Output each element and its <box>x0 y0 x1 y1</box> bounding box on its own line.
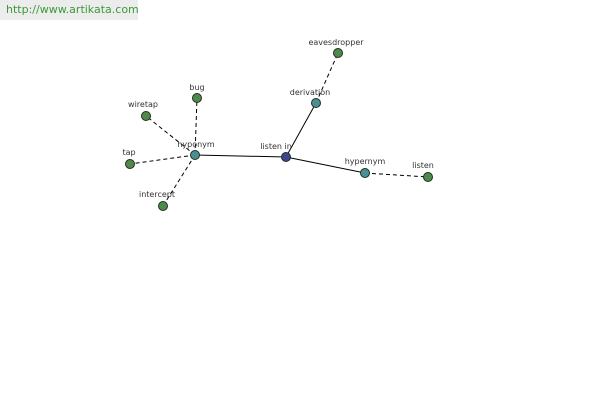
edge-listen-in-hypernym <box>285 156 366 174</box>
label-tap[interactable]: tap <box>122 148 135 157</box>
node-eavesdropper[interactable] <box>333 48 343 58</box>
label-wiretap[interactable]: wiretap <box>128 100 158 109</box>
site-url-link[interactable]: http://www.artikata.com <box>6 3 139 16</box>
edge-hypernym-listen <box>364 172 429 178</box>
label-eavesdropper[interactable]: eavesdropper <box>308 38 364 47</box>
node-listen-in[interactable] <box>281 152 291 162</box>
label-listen-in[interactable]: listen in <box>260 142 292 151</box>
edge-listen-in-hyponym <box>194 154 287 158</box>
label-listen[interactable]: listen <box>412 161 434 170</box>
label-hypernym[interactable]: hypernym <box>345 157 386 166</box>
edge-hyponym-intercept <box>162 154 196 207</box>
label-hyponym[interactable]: hyponym <box>177 140 215 149</box>
edge-hyponym-bug <box>194 97 198 156</box>
node-listen[interactable] <box>423 172 433 182</box>
node-hypernym[interactable] <box>360 168 370 178</box>
edge-derivation-eavesdropper <box>315 52 339 104</box>
node-tap[interactable] <box>125 159 135 169</box>
label-derivation[interactable]: derivation <box>290 88 330 97</box>
node-hyponym[interactable] <box>190 150 200 160</box>
edge-hyponym-wiretap <box>145 115 196 156</box>
graph-nodes <box>125 48 433 211</box>
node-derivation[interactable] <box>311 98 321 108</box>
node-bug[interactable] <box>192 93 202 103</box>
graph-edges <box>129 52 429 207</box>
edge-hyponym-tap <box>129 154 196 165</box>
graph-labels: listen in hyponym derivation hypernym bug wir… <box>122 38 433 199</box>
label-bug[interactable]: bug <box>189 83 204 92</box>
node-wiretap[interactable] <box>141 111 151 121</box>
label-intercept[interactable]: intercept <box>139 190 175 199</box>
url-bar: http://www.artikata.com <box>0 0 139 20</box>
node-intercept[interactable] <box>158 201 168 211</box>
edge-listen-in-derivation <box>285 102 317 158</box>
